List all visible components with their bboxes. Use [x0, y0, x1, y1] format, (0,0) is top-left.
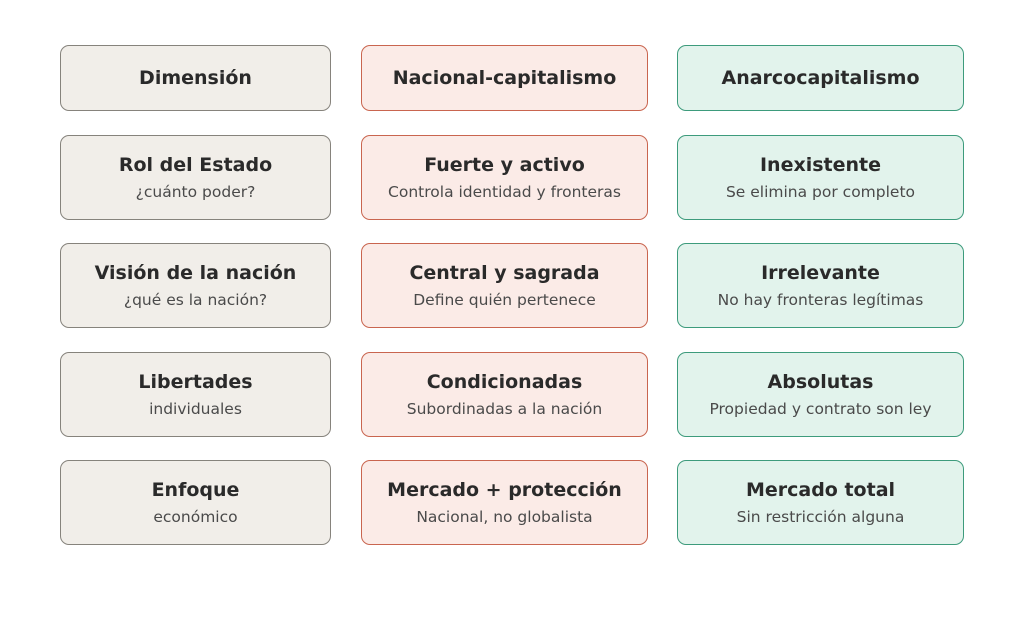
- national-title: Central y sagrada: [409, 262, 600, 284]
- anarcho-cell-state-role: Inexistente Se elimina por completo: [677, 135, 964, 220]
- national-title: Fuerte y activo: [424, 154, 585, 176]
- national-subtitle: Define quién pertenece: [413, 291, 596, 309]
- anarcho-title: Mercado total: [745, 479, 896, 501]
- dimension-subtitle: económico: [153, 508, 238, 526]
- dimension-title: Libertades: [138, 371, 253, 393]
- anarcho-cell-liberties: Absolutas Propiedad y contrato son ley: [677, 352, 964, 437]
- anarcho-subtitle: Sin restricción alguna: [736, 508, 905, 526]
- header-national-capitalism: Nacional-capitalismo: [361, 45, 648, 111]
- anarcho-subtitle: Se elimina por completo: [725, 183, 916, 201]
- dimension-title: Rol del Estado: [118, 154, 273, 176]
- anarcho-title: Inexistente: [759, 154, 882, 176]
- dimension-cell-liberties: Libertades individuales: [60, 352, 331, 437]
- anarcho-subtitle: Propiedad y contrato son ley: [709, 400, 932, 418]
- dimension-cell-economic-focus: Enfoque económico: [60, 460, 331, 545]
- dimension-subtitle: ¿qué es la nación?: [123, 291, 268, 309]
- dimension-cell-nation-vision: Visión de la nación ¿qué es la nación?: [60, 243, 331, 328]
- anarcho-title: Absolutas: [767, 371, 874, 393]
- anarcho-title: Irrelevante: [761, 262, 880, 284]
- national-cell-state-role: Fuerte y activo Controla identidad y fro…: [361, 135, 648, 220]
- national-cell-liberties: Condicionadas Subordinadas a la nación: [361, 352, 648, 437]
- national-subtitle: Nacional, no globalista: [416, 508, 593, 526]
- header-dimension-label: Dimensión: [139, 67, 252, 89]
- dimension-title: Enfoque: [151, 479, 240, 501]
- anarcho-cell-nation-vision: Irrelevante No hay fronteras legítimas: [677, 243, 964, 328]
- national-cell-nation-vision: Central y sagrada Define quién pertenece: [361, 243, 648, 328]
- dimension-subtitle: individuales: [149, 400, 242, 418]
- anarcho-cell-economic-focus: Mercado total Sin restricción alguna: [677, 460, 964, 545]
- national-title: Mercado + protección: [387, 479, 622, 501]
- dimension-subtitle: ¿cuánto poder?: [135, 183, 256, 201]
- header-dimension: Dimensión: [60, 45, 331, 111]
- header-anarcho-capitalism-label: Anarcocapitalismo: [721, 67, 920, 89]
- national-subtitle: Subordinadas a la nación: [406, 400, 603, 418]
- anarcho-subtitle: No hay fronteras legítimas: [717, 291, 924, 309]
- national-title: Condicionadas: [426, 371, 583, 393]
- national-subtitle: Controla identidad y fronteras: [388, 183, 621, 201]
- dimension-title: Visión de la nación: [94, 262, 297, 284]
- national-cell-economic-focus: Mercado + protección Nacional, no global…: [361, 460, 648, 545]
- dimension-cell-state-role: Rol del Estado ¿cuánto poder?: [60, 135, 331, 220]
- header-national-capitalism-label: Nacional-capitalismo: [392, 67, 617, 89]
- header-anarcho-capitalism: Anarcocapitalismo: [677, 45, 964, 111]
